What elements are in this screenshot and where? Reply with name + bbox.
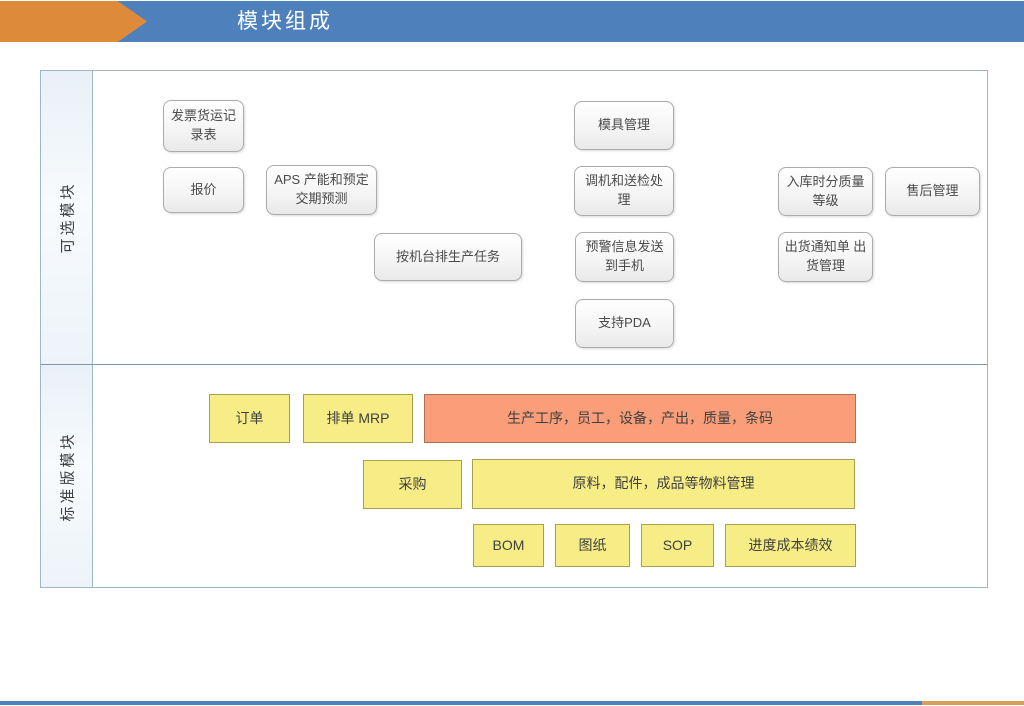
header-arrow-shape xyxy=(0,1,147,42)
box-bom: BOM xyxy=(473,524,544,567)
box-production-process: 生产工序，员工，设备，产出，质量，条码 xyxy=(424,394,856,443)
box-orders: 订单 xyxy=(209,394,290,443)
box-aps-capacity-forecast: APS 产能和预定交期预测 xyxy=(266,165,377,215)
box-machine-adjustment-inspection: 调机和送检处理 xyxy=(574,166,674,216)
box-alert-to-phone: 预警信息发送到手机 xyxy=(575,232,674,282)
box-machine-task-scheduling: 按机台排生产任务 xyxy=(374,233,522,281)
box-quotation: 报价 xyxy=(163,167,244,213)
footer-accent-orange xyxy=(922,701,1024,705)
standard-section-label-column: 标准版模块 xyxy=(41,365,93,587)
box-materials-management: 原料，配件，成品等物料管理 xyxy=(472,459,855,509)
optional-section-label: 可选模块 xyxy=(59,181,77,254)
box-purchasing: 采购 xyxy=(363,460,462,509)
footer-accent-blue xyxy=(0,701,922,705)
box-progress-cost-performance: 进度成本绩效 xyxy=(725,524,856,567)
box-after-sales-management: 售后管理 xyxy=(885,167,980,216)
optional-section-label-column: 可选模块 xyxy=(41,71,93,364)
page-title: 模块组成 xyxy=(237,10,333,33)
header-bar xyxy=(115,1,1024,42)
box-invoice-shipping-record: 发票货运记录表 xyxy=(163,100,244,152)
box-inbound-quality-grading: 入库时分质量等级 xyxy=(778,167,873,216)
box-mold-management: 模具管理 xyxy=(574,101,674,150)
box-shipping-notice-management: 出货通知单 出货管理 xyxy=(778,232,873,282)
box-pda-support: 支持PDA xyxy=(575,299,674,348)
box-sop: SOP xyxy=(641,524,714,567)
box-drawings: 图纸 xyxy=(555,524,630,567)
standard-section-label: 标准版模块 xyxy=(59,430,77,522)
box-scheduling-mrp: 排单 MRP xyxy=(303,394,413,443)
